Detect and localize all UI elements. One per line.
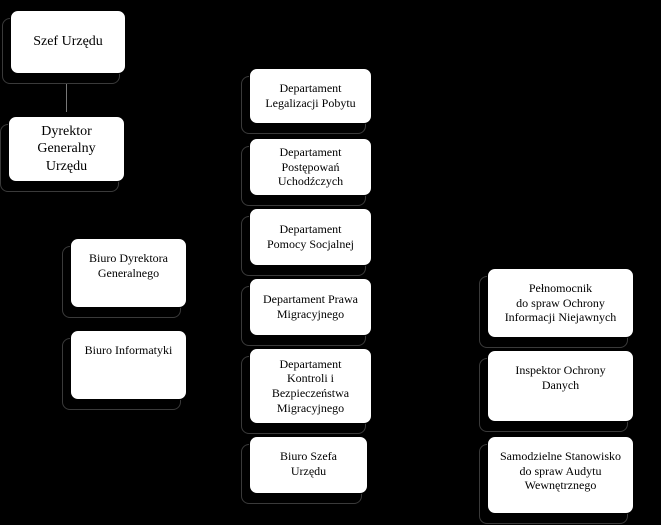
node-dyrektor-generalny: Dyrektor Generalny Urzędu [0, 116, 125, 192]
node-label: Inspektor Ochrony Danych [515, 363, 606, 392]
node-box: Samodzielne Stanowisko do spraw Audytu W… [487, 436, 634, 514]
node-szef-urzedu: Szef Urzędu [2, 10, 126, 84]
node-pelnomocnik: Pełnomocnik do spraw Ochrony Informacji … [479, 268, 634, 348]
node-label: Dyrektor Generalny Urzędu [37, 124, 96, 174]
node-box: Departament Prawa Migracyjnego [249, 278, 372, 336]
node-box: Departament Pomocy Socjalnej [249, 208, 372, 266]
node-box: Inspektor Ochrony Danych [487, 350, 634, 422]
node-box: Biuro Informatyki [70, 330, 187, 400]
node-box: Departament Postępowań Uchodźczych [249, 138, 372, 196]
node-biuro-informatyki: Biuro Informatyki [62, 330, 187, 410]
node-dep-legalizacji: Departament Legalizacji Pobytu [241, 68, 372, 134]
connector-szef-dyrektor [66, 74, 67, 112]
node-label: Biuro Szefa Urzędu [280, 449, 337, 478]
node-audyt: Samodzielne Stanowisko do spraw Audytu W… [479, 436, 634, 524]
node-label: Biuro Informatyki [84, 343, 173, 357]
node-box: Biuro Szefa Urzędu [249, 436, 368, 494]
node-biuro-dyrektora: Biuro Dyrektora Generalnego [62, 238, 187, 318]
node-label: Departament Prawa Migracyjnego [263, 292, 358, 321]
node-label: Departament Pomocy Socjalnej [267, 222, 354, 251]
node-box: Pełnomocnik do spraw Ochrony Informacji … [487, 268, 634, 338]
node-label: Departament Kontroli i Bezpieczeństwa Mi… [271, 356, 350, 415]
node-label: Biuro Dyrektora Generalnego [89, 251, 168, 280]
node-label: Departament Legalizacji Pobytu [265, 81, 356, 110]
node-box: Szef Urzędu [10, 10, 126, 74]
node-label: Pełnomocnik do spraw Ochrony Informacji … [504, 281, 617, 325]
node-label: Departament Postępowań Uchodźczych [277, 145, 344, 189]
node-inspektor: Inspektor Ochrony Danych [479, 350, 634, 432]
node-label: Szef Urzędu [33, 34, 103, 50]
node-box: Departament Kontroli i Bezpieczeństwa Mi… [249, 348, 372, 424]
node-biuro-szefa: Biuro Szefa Urzędu [241, 436, 368, 504]
node-dep-postepowan: Departament Postępowań Uchodźczych [241, 138, 372, 206]
node-box: Departament Legalizacji Pobytu [249, 68, 372, 124]
node-dep-prawa: Departament Prawa Migracyjnego [241, 278, 372, 346]
node-box: Biuro Dyrektora Generalnego [70, 238, 187, 308]
node-box: Dyrektor Generalny Urzędu [8, 116, 125, 182]
node-dep-pomocy: Departament Pomocy Socjalnej [241, 208, 372, 276]
node-dep-kontroli: Departament Kontroli i Bezpieczeństwa Mi… [241, 348, 372, 434]
node-label: Samodzielne Stanowisko do spraw Audytu W… [500, 449, 621, 493]
